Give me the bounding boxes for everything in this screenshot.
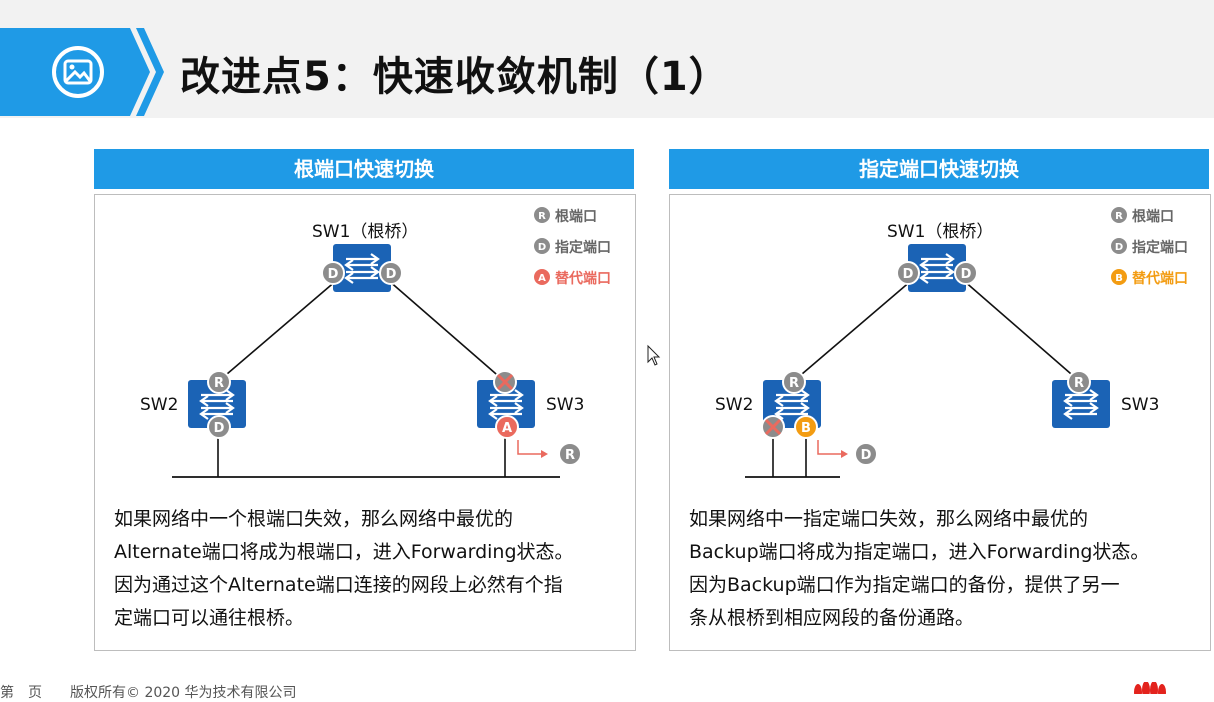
left-desc-line: Alternate端口将成为根端口，进入Forwarding状态。: [114, 541, 574, 563]
right-legend-label-r: 根端口: [1132, 209, 1174, 225]
right-desc-line: 因为Backup端口作为指定端口的备份，提供了另一: [689, 574, 1120, 596]
image-icon: [52, 46, 104, 98]
left-panel-header: 根端口快速切换: [94, 149, 634, 189]
right-desc-line: 如果网络中一指定端口失效，那么网络中最优的: [689, 508, 1089, 530]
right-legend-label-b: 替代端口: [1132, 271, 1188, 287]
left-sw1-label: SW1（根桥）: [312, 222, 419, 242]
right-desc-line: 条从根桥到相应网段的备份通路。: [689, 607, 975, 629]
left-legend-label-d: 指定端口: [555, 240, 611, 256]
left-desc-line: 定端口可以通往根桥。: [114, 607, 305, 629]
mouse-cursor-icon: [647, 344, 661, 366]
title-banner: [0, 28, 164, 116]
footer-text: 第 页 版权所有© 2020 华为技术有限公司: [0, 685, 297, 701]
right-sw2-label: SW2: [715, 395, 754, 415]
left-desc-line: 因为通过这个Alternate端口连接的网段上必然有个指: [114, 574, 563, 596]
right-desc-line: Backup端口将成为指定端口，进入Forwarding状态。: [689, 541, 1150, 563]
banner-chevron: [136, 28, 164, 116]
page-title: 改进点5：快速收敛机制（1）: [180, 54, 730, 100]
right-panel-header: 指定端口快速切换: [669, 149, 1209, 189]
right-description: 如果网络中一指定端口失效，那么网络中最优的 Backup端口将成为指定端口，进入…: [689, 503, 1149, 635]
right-sw3-label: SW3: [1121, 395, 1160, 415]
left-legend-label-r: 根端口: [555, 209, 597, 225]
right-legend-label-d: 指定端口: [1132, 240, 1188, 256]
left-sw3-label: SW3: [546, 395, 585, 415]
left-desc-line: 如果网络中一个根端口失效，那么网络中最优的: [114, 508, 514, 530]
left-sw2-label: SW2: [140, 395, 179, 415]
huawei-logo-icon: [1134, 682, 1166, 694]
left-description: 如果网络中一个根端口失效，那么网络中最优的 Alternate端口将成为根端口，…: [114, 503, 574, 635]
left-legend-label-a: 替代端口: [555, 271, 611, 287]
title-bar: 改进点5：快速收敛机制（1）: [0, 0, 1214, 118]
right-sw1-label: SW1（根桥）: [887, 222, 994, 242]
